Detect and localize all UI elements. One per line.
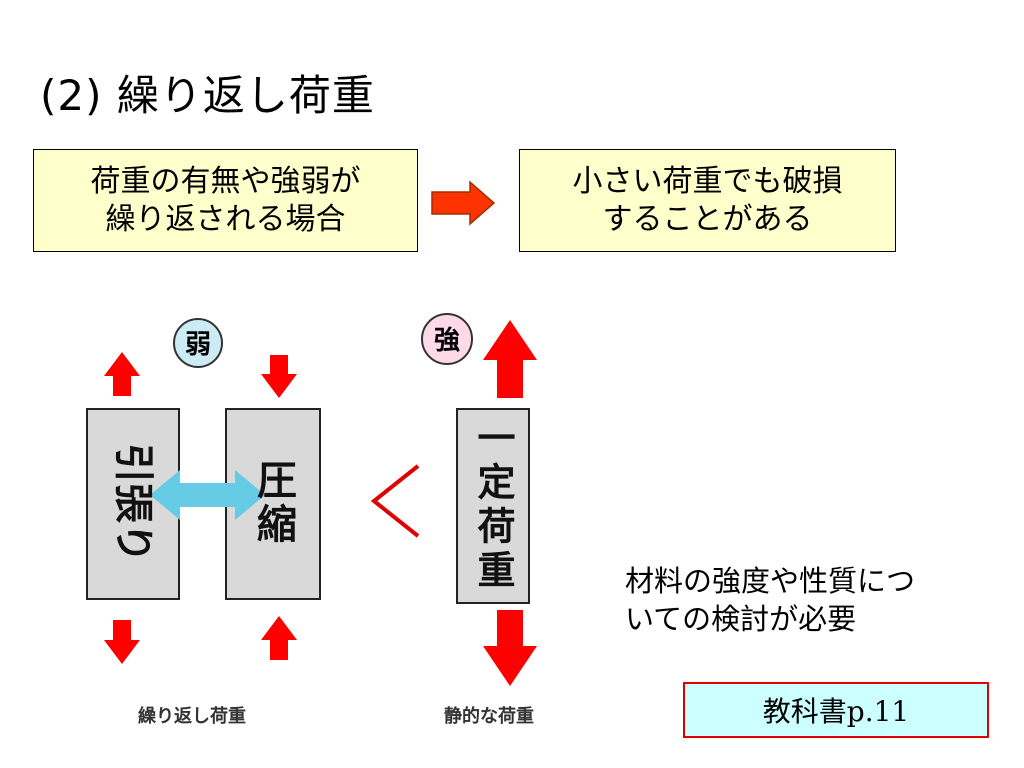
- page-title: (2) 繰り返し荷重: [40, 71, 375, 120]
- compression-down-arrow-icon: [261, 355, 297, 398]
- condition-box: 荷重の有無や強弱が 繰り返される場合: [33, 149, 418, 252]
- note-line-1: 材料の強度や性質につ: [625, 564, 916, 598]
- tension-down-arrow-icon: [104, 620, 140, 664]
- tension-up-arrow-icon: [104, 352, 140, 396]
- constant-load-label: 一定荷重: [464, 418, 522, 594]
- note-text: 材料の強度や性質につ いての検討が必要: [625, 562, 915, 638]
- tension-label-text: 引張り: [110, 443, 156, 563]
- compression-label: 圧縮: [242, 418, 304, 588]
- note-line-2: いての検討が必要: [625, 602, 857, 636]
- constant-up-arrow-icon: [483, 320, 537, 398]
- comparison-symbol: [370, 464, 420, 538]
- constant-down-arrow-icon: [483, 610, 537, 686]
- condition-line-2: 繰り返される場合: [105, 201, 346, 237]
- compression-label-text: 圧縮: [250, 459, 296, 547]
- compression-up-arrow-icon: [261, 616, 297, 660]
- condition-line-1: 荷重の有無や強弱が: [90, 163, 361, 199]
- strong-badge-label: 強: [434, 326, 460, 356]
- tension-label: 引張り: [105, 418, 161, 588]
- constant-load-label-text: 一定荷重: [471, 418, 515, 594]
- result-line-2: することがある: [602, 201, 813, 237]
- caption-repeated-load: 繰り返し荷重: [138, 706, 246, 727]
- textbook-reference: 教科書p.11: [683, 682, 989, 738]
- right-arrow-icon: [431, 180, 496, 226]
- weak-badge-label: 弱: [185, 330, 211, 360]
- result-line-1: 小さい荷重でも破損: [572, 163, 843, 199]
- weak-badge: [173, 318, 223, 368]
- result-box: 小さい荷重でも破損 することがある: [519, 149, 896, 252]
- caption-static-load: 静的な荷重: [444, 706, 534, 727]
- strong-badge: [421, 313, 473, 365]
